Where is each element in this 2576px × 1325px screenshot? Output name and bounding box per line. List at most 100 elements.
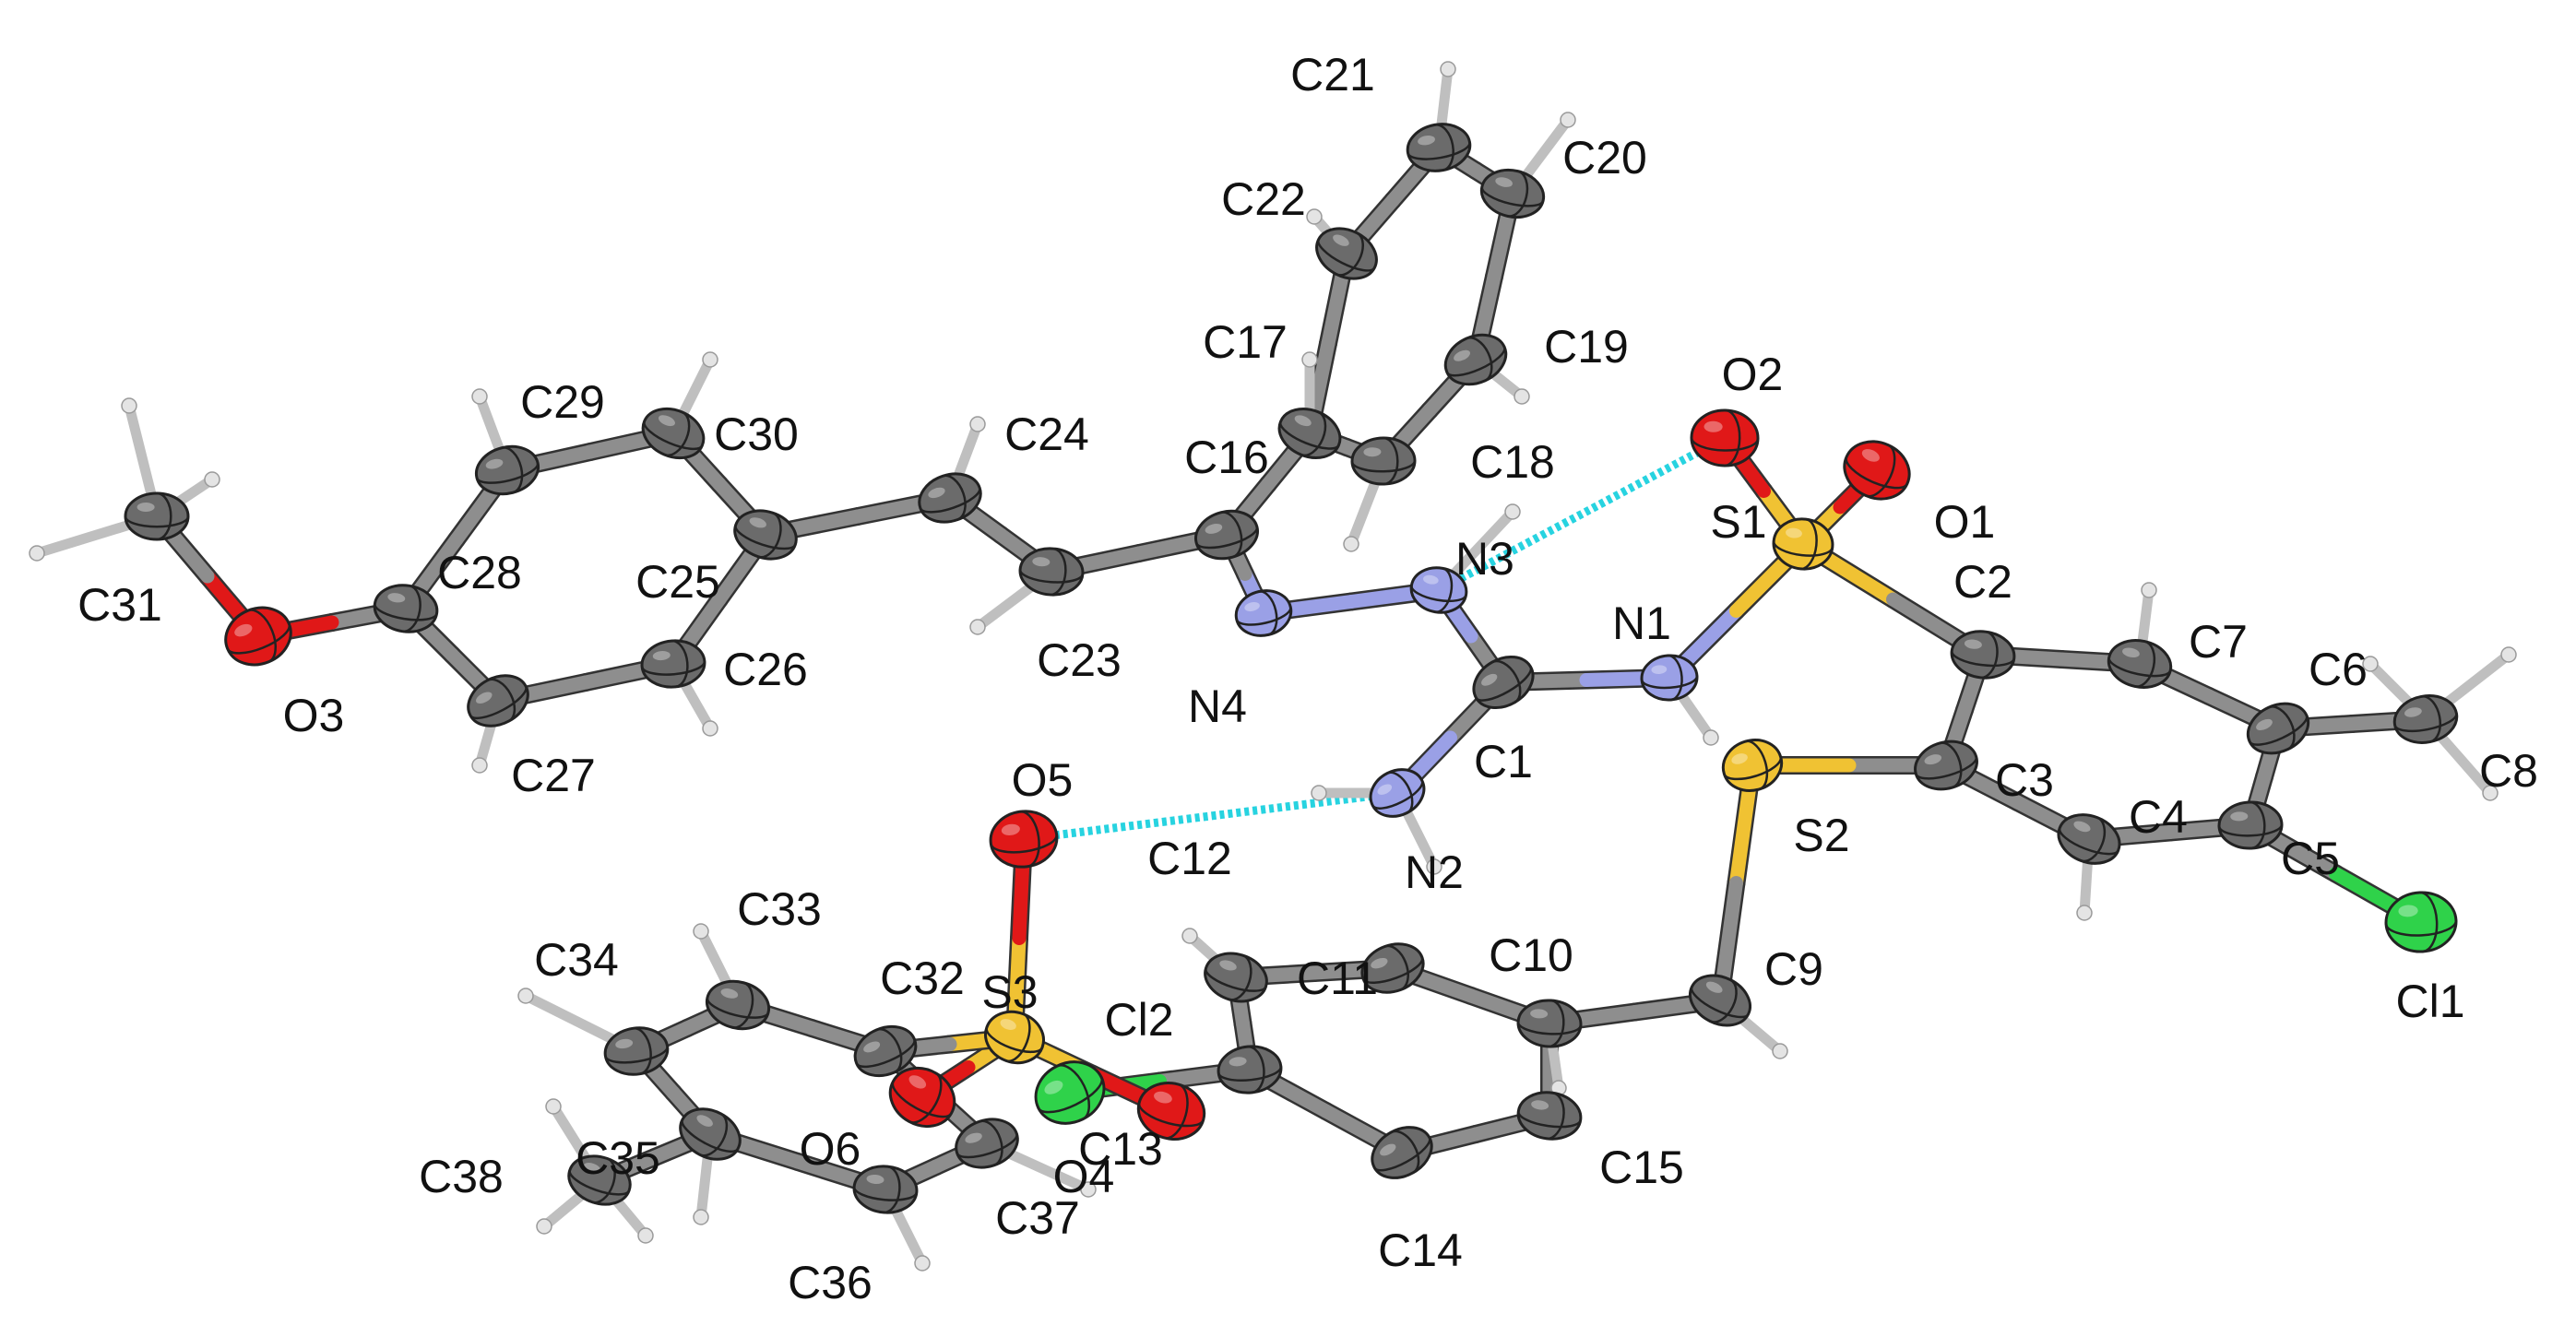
atom-C20 bbox=[1479, 168, 1546, 219]
atom-label-C8: C8 bbox=[2479, 745, 2538, 797]
atom-label-C15: C15 bbox=[1599, 1142, 1684, 1193]
atom-C4 bbox=[2057, 813, 2121, 865]
atom-label-C37: C37 bbox=[995, 1192, 1080, 1244]
atom-C1 bbox=[1472, 655, 1535, 710]
atom-O3 bbox=[224, 606, 292, 667]
atom-C25 bbox=[733, 509, 798, 561]
atom-label-C27: C27 bbox=[511, 750, 596, 801]
atom-S3 bbox=[984, 1010, 1045, 1065]
atom-C19 bbox=[1443, 333, 1508, 386]
atom-label-Cl2: Cl2 bbox=[1104, 994, 1173, 1046]
atom-label-C6: C6 bbox=[2309, 644, 2368, 695]
atom-label-C17: C17 bbox=[1203, 316, 1288, 368]
atom-label-N3: N3 bbox=[1455, 533, 1514, 585]
atom-C28 bbox=[373, 584, 439, 633]
atom-label-S1: S1 bbox=[1710, 496, 1766, 548]
atom-Cl2 bbox=[1034, 1060, 1106, 1125]
atom-Cl1 bbox=[2384, 891, 2458, 953]
atom-label-S3: S3 bbox=[981, 966, 1038, 1018]
bond-layer bbox=[148, 138, 2435, 1199]
atom-N1 bbox=[1640, 654, 1699, 702]
atom-label-O4: O4 bbox=[1053, 1151, 1115, 1202]
atom-C29 bbox=[474, 444, 540, 496]
atom-label-N1: N1 bbox=[1612, 597, 1671, 649]
atom-C21 bbox=[1406, 123, 1472, 172]
atom-C27 bbox=[467, 674, 529, 728]
atom-C37 bbox=[955, 1118, 1019, 1169]
hydrogen-bond-layer bbox=[1023, 434, 1727, 844]
atom-C18 bbox=[1350, 436, 1417, 486]
atom-label-C4: C4 bbox=[2129, 791, 2188, 843]
atom-C12 bbox=[1204, 952, 1268, 1003]
atom-O1 bbox=[1843, 440, 1911, 501]
atom-C35 bbox=[679, 1107, 742, 1161]
atom-N2 bbox=[1369, 768, 1426, 818]
atom-O5 bbox=[989, 810, 1059, 869]
atom-C24 bbox=[918, 472, 982, 524]
atom-label-C29: C29 bbox=[520, 376, 605, 428]
atom-label-N4: N4 bbox=[1188, 680, 1247, 732]
atom-label-C9: C9 bbox=[1764, 943, 1823, 995]
atom-label-C31: C31 bbox=[77, 579, 162, 631]
bond-S2-C9 bbox=[1711, 756, 1762, 1010]
atom-label-C24: C24 bbox=[1004, 408, 1089, 460]
atom-C7 bbox=[2107, 639, 2173, 689]
atom-C33 bbox=[705, 979, 771, 1031]
atom-label-C18: C18 bbox=[1470, 436, 1555, 488]
atom-label-C23: C23 bbox=[1037, 634, 1122, 686]
atom-label-O3: O3 bbox=[283, 690, 345, 741]
atom-label-C7: C7 bbox=[2189, 616, 2248, 668]
atom-label-C33: C33 bbox=[737, 883, 822, 935]
atom-S1 bbox=[1772, 517, 1834, 571]
atom-label-C1: C1 bbox=[1474, 736, 1533, 787]
atom-label-C3: C3 bbox=[1995, 754, 2054, 806]
atom-label-C10: C10 bbox=[1489, 929, 1573, 981]
atom-label-N2: N2 bbox=[1405, 846, 1464, 898]
atom-label-C5: C5 bbox=[2281, 833, 2340, 884]
atom-O6 bbox=[888, 1066, 956, 1129]
atom-label-C19: C19 bbox=[1544, 321, 1629, 373]
atom-label-C11: C11 bbox=[1297, 952, 1378, 1004]
atom-C15 bbox=[1516, 1091, 1583, 1141]
atom-C32 bbox=[853, 1024, 918, 1078]
atom-label-C25: C25 bbox=[635, 556, 720, 608]
atom-N3 bbox=[1409, 566, 1468, 614]
atom-label-C21: C21 bbox=[1290, 49, 1375, 101]
atom-C36 bbox=[852, 1165, 919, 1214]
atom-label-O1: O1 bbox=[1934, 496, 1996, 548]
atom-label-C14: C14 bbox=[1378, 1224, 1463, 1276]
atom-C26 bbox=[640, 639, 706, 689]
atom-label-C28: C28 bbox=[437, 547, 522, 598]
atom-label-C38: C38 bbox=[419, 1151, 504, 1202]
hydrogen-bond-N3-O2 bbox=[1436, 434, 1727, 594]
atom-C3 bbox=[1914, 739, 1978, 791]
atom-C13 bbox=[1217, 1045, 1283, 1094]
atom-C23 bbox=[1018, 547, 1085, 597]
atom-N4 bbox=[1234, 589, 1293, 637]
atom-S2 bbox=[1721, 739, 1784, 792]
atom-C38 bbox=[567, 1154, 632, 1206]
atom-label-C26: C26 bbox=[723, 644, 808, 695]
atom-C8 bbox=[2392, 694, 2459, 744]
atom-C2 bbox=[1950, 630, 2016, 680]
atom-label-C22: C22 bbox=[1221, 173, 1306, 225]
bond-N1-S1 bbox=[1660, 535, 1812, 687]
atom-C5 bbox=[2217, 800, 2284, 850]
atom-C22 bbox=[1315, 227, 1378, 280]
atom-C31 bbox=[124, 491, 190, 541]
atom-label-C34: C34 bbox=[534, 934, 619, 986]
atom-C9 bbox=[1689, 974, 1751, 1027]
atom-label-C30: C30 bbox=[714, 408, 799, 460]
atom-label-C13: C13 bbox=[1078, 1123, 1163, 1175]
atom-label-Cl1: Cl1 bbox=[2395, 976, 2464, 1027]
atom-C17 bbox=[1277, 408, 1342, 459]
atom-C6 bbox=[2246, 702, 2310, 755]
atom-O4 bbox=[1136, 1082, 1206, 1141]
atom-label-C36: C36 bbox=[788, 1257, 873, 1308]
atom-label-O6: O6 bbox=[800, 1123, 861, 1175]
bond-C22-C17 bbox=[1300, 244, 1356, 443]
atom-label-O5: O5 bbox=[1012, 754, 1074, 806]
atom-label-C2: C2 bbox=[1953, 556, 2012, 608]
